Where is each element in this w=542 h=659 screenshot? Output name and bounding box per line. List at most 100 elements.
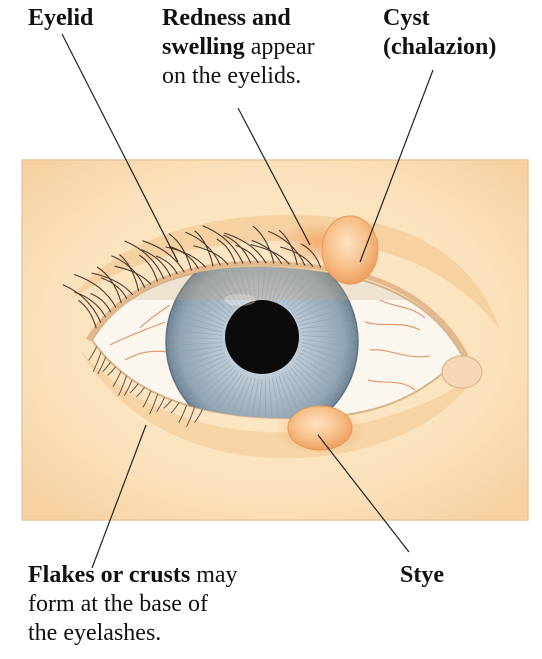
eyelash	[111, 255, 146, 288]
iris-fiber	[179, 358, 228, 385]
eyelash	[194, 409, 204, 423]
flakes-label-line2: form at the base of	[28, 591, 208, 617]
eyelash	[136, 387, 145, 398]
lower-eyelashes	[88, 346, 204, 428]
iris-fiber	[290, 279, 331, 312]
eyelash	[142, 240, 185, 273]
iris-fiber	[271, 267, 291, 301]
eyelash	[88, 346, 98, 361]
eyelash	[124, 240, 165, 280]
iris-fiber	[300, 322, 352, 330]
eyelash	[170, 402, 180, 414]
redness-label-line1: Redness and	[162, 5, 291, 31]
lower-eyelid	[80, 350, 480, 459]
iris-fiber	[205, 371, 240, 415]
cyst-label-line2: (chalazion)	[383, 34, 497, 60]
iris-fiber	[275, 376, 290, 419]
eyelash	[178, 404, 188, 423]
leader-flakes	[91, 424, 147, 569]
eyelash	[91, 272, 134, 296]
flakes-label-line3: the eyelashes.	[28, 620, 162, 646]
iris-fiber	[170, 329, 223, 336]
eyelash	[90, 292, 112, 313]
iris-fiber	[301, 330, 354, 333]
eyelash	[114, 265, 152, 285]
outer-corner	[441, 355, 483, 389]
upper-lid-margin	[85, 260, 469, 358]
pupil-highlight	[224, 294, 256, 306]
iris-fiber	[294, 292, 341, 317]
iris-fiber	[301, 342, 354, 355]
iris-fiber	[257, 378, 263, 419]
iris-fiber	[171, 348, 224, 362]
eyelash	[156, 396, 166, 413]
iris-fiber	[298, 306, 348, 323]
iris-fiber	[275, 267, 299, 302]
iris-fiber	[172, 321, 223, 333]
leader-cyst	[359, 69, 434, 263]
leader-eyelid	[61, 33, 179, 263]
eyelash	[74, 273, 117, 308]
eyelash	[193, 245, 229, 265]
eyelash	[129, 383, 139, 394]
iris-fiber	[284, 269, 319, 307]
flakes-label: Flakes or crusts may form at the base of…	[28, 561, 238, 648]
eyelash	[186, 407, 196, 428]
redness-label-line3: on the eyelids.	[162, 63, 302, 89]
iris-fiber	[188, 364, 232, 398]
eyelash	[252, 225, 275, 264]
eyelash	[77, 299, 97, 329]
iris-fiber	[184, 291, 228, 320]
redness-label: Redness and swelling appear on the eyeli…	[162, 4, 315, 91]
eyelash	[251, 239, 283, 265]
iris-fiber	[296, 299, 345, 320]
iris-fiber	[241, 378, 256, 419]
eyelash	[268, 230, 306, 266]
pupil	[225, 300, 299, 374]
eyelash	[102, 361, 111, 373]
stye	[287, 405, 353, 451]
iris-fiber	[194, 279, 232, 314]
iris-fiber	[212, 267, 240, 307]
iris-fiber	[300, 348, 350, 371]
iris-fiber	[176, 355, 226, 378]
iris-fiber	[268, 267, 283, 300]
eyelash	[74, 291, 107, 318]
iris-fiber	[211, 373, 243, 419]
eyelash	[235, 244, 259, 264]
stye-label: Stye	[400, 561, 444, 590]
eyelid-label-text: Eyelid	[28, 5, 94, 31]
cyst-label-line1: Cyst	[383, 5, 430, 31]
eyelash	[280, 246, 314, 267]
cyst-chalazion	[321, 215, 379, 285]
iris-fiber	[170, 337, 223, 340]
iris-fiber	[174, 313, 224, 330]
iris-fiber	[287, 274, 325, 309]
eyelash	[92, 351, 102, 372]
iris-fiber	[298, 355, 344, 386]
eyelash	[163, 399, 173, 409]
iris-fiber	[180, 298, 226, 323]
eyelash	[141, 249, 172, 277]
iris-fiber	[225, 376, 249, 419]
iris-fiber	[289, 367, 325, 411]
iris-fiber	[281, 267, 313, 305]
eyelash	[170, 246, 200, 270]
iris-fiber	[296, 358, 340, 393]
eyelash	[155, 255, 178, 275]
eyelash	[165, 246, 207, 268]
eyelash	[216, 238, 237, 265]
iris-fiber	[170, 345, 223, 354]
iris-fiber	[242, 267, 253, 301]
eyelash	[138, 254, 158, 282]
iris-fiber	[199, 273, 235, 311]
eyelash	[96, 266, 122, 304]
iris-fiber	[294, 361, 335, 399]
eyelash	[97, 356, 107, 375]
eyelash	[100, 277, 128, 300]
upper-eyelashes	[62, 225, 322, 329]
iris-fiber	[299, 352, 347, 379]
eyelash	[250, 244, 290, 265]
upper-eyelid-fold	[70, 214, 500, 330]
